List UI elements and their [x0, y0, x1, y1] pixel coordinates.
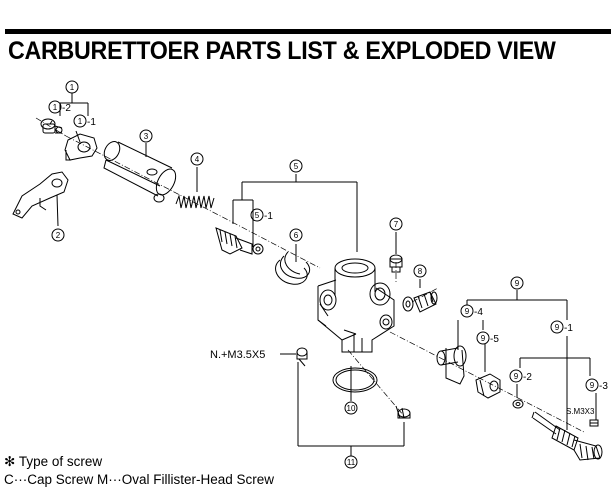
part-10-oring	[332, 367, 378, 393]
callout-1-2-suffix: -2	[62, 103, 71, 114]
screw-label-sm: S.M3X3	[566, 407, 595, 416]
callout-9-2-suffix: -2	[523, 372, 532, 383]
part-7-screw	[389, 254, 403, 273]
part-9-1-main-needle	[531, 411, 603, 461]
callout-9-4-num: 9	[465, 307, 470, 316]
part-11-screw	[395, 405, 411, 419]
callout-1-1-num: 1	[78, 117, 83, 126]
callout-9-1-suffix: -1	[564, 323, 573, 334]
carburettor-body	[317, 258, 395, 353]
callout-9-2-num: 9	[514, 372, 519, 381]
callout-6: 6	[294, 231, 299, 240]
part-5-1-needle	[215, 227, 264, 255]
callout-1: 1	[70, 83, 75, 92]
callout-9-5-num: 9	[481, 334, 486, 343]
callout-5: 5	[294, 162, 299, 171]
callout-9-5-suffix: -5	[490, 334, 499, 345]
title-rule	[5, 29, 611, 34]
part-9-5-collet	[475, 373, 501, 399]
callout-11: 11	[347, 458, 356, 467]
part-9-3-setscrew	[589, 419, 599, 427]
callout-9-4-suffix: -4	[474, 307, 483, 318]
callout-4: 4	[195, 155, 200, 164]
part-4-spring	[175, 194, 215, 209]
callout-labels: 1 1 -2 1 -1 2 3 4 5 5 -1 6 7 8 9 9 -4 9 …	[53, 83, 609, 467]
part-3-barrel	[103, 141, 177, 203]
callout-9-3-suffix: -3	[599, 381, 608, 392]
page-title: CARBURETTOER PARTS LIST & EXPLODED VIEW	[8, 37, 556, 65]
part-8-nipple	[402, 291, 438, 313]
part-2-link	[12, 171, 69, 219]
callout-8: 8	[418, 267, 423, 276]
callout-3: 3	[144, 132, 149, 141]
callout-9-3-num: 9	[590, 381, 595, 390]
callout-2: 2	[56, 231, 61, 240]
callout-9: 9	[515, 279, 520, 288]
leader-lines	[49, 93, 597, 456]
part-1-1-arm	[64, 133, 98, 161]
screw-type-legend: C···Cap Screw M···Oval Fillister-Head Sc…	[4, 472, 275, 487]
callout-5-1-suffix: -1	[264, 211, 273, 222]
callout-1-1-suffix: -1	[87, 117, 96, 128]
callout-5-1-num: 5	[255, 211, 260, 220]
screw-label-nm: N.+M3.5X5	[210, 349, 265, 361]
screw-m35x5	[296, 347, 308, 367]
callout-9-1-num: 9	[555, 323, 560, 332]
callout-1-2-num: 1	[53, 103, 58, 112]
callout-10: 10	[347, 404, 356, 413]
callout-7: 7	[394, 220, 399, 229]
part-1-2-nut	[40, 118, 63, 134]
callout-circles	[48, 80, 599, 469]
part-9-2-washer	[512, 399, 524, 409]
assembly-axes	[35, 117, 585, 433]
screw-type-heading: ✻ Type of screw	[4, 454, 103, 469]
part-9-4-housing	[436, 345, 467, 385]
part-6-clip	[275, 251, 311, 285]
